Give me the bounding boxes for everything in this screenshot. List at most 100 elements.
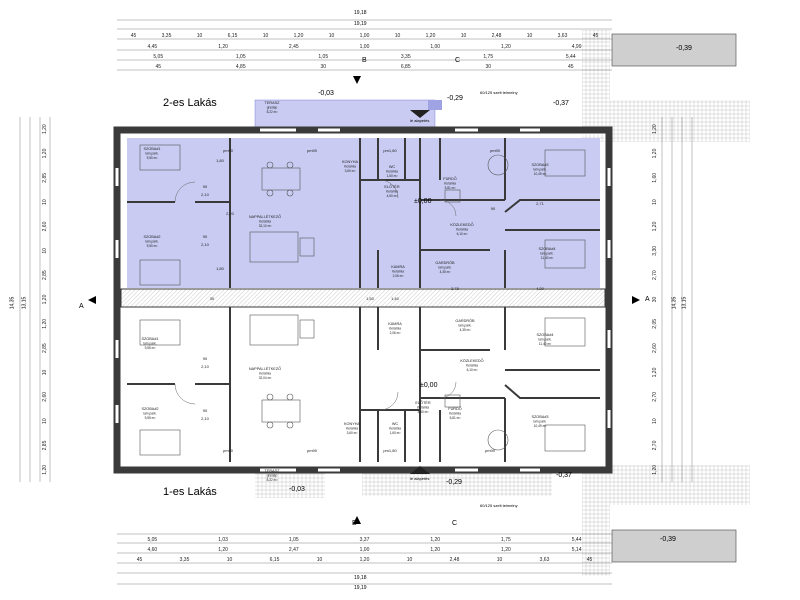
level-terrace-top: -0,03 (318, 90, 334, 97)
dim-top-row3-0: 45 (131, 33, 137, 39)
dim-bottom-row1-4: 1,20 (430, 547, 440, 553)
level-side-bottom: -0,37 (556, 472, 572, 479)
upper-room-4-finish: Kerámia (344, 165, 356, 169)
opening-label-13: 4,20 (536, 286, 545, 291)
level-ext-bottom: -0,39 (660, 536, 676, 543)
furniture-upper (139, 144, 586, 286)
dim-top-row2-3: 1,00 (360, 44, 370, 50)
upper-room-6-finish: Kerámia (386, 190, 398, 194)
dim-bottom-row2-3: 6,15 (270, 557, 280, 563)
upper-room-8-name: SZOBA#3 (531, 163, 548, 167)
level-entrance-bottom: -0,29 (446, 479, 462, 486)
dim-right-tick-8: 2,05 (652, 319, 658, 329)
dim-top-row0-5: 45 (568, 64, 574, 70)
lower-room-5-name: KÖZLEKEDŐ (460, 358, 483, 363)
dim-top-row3-2: 10 (197, 33, 203, 39)
note-bin-top: 60/125 szelt telmelny (480, 90, 518, 95)
dim-top-row3-14: 45 (593, 33, 599, 39)
dim-top-row1-3: 3,35 (401, 54, 411, 60)
upper-room-3-name: NAPPALI-ÉTKEZŐ (249, 214, 281, 219)
dim-right-inner: 13,15 (681, 296, 688, 310)
dim-top-row0-4: 30 (485, 64, 491, 70)
upper-room-10-name: KAMRA (391, 265, 405, 269)
dim-top-row3-3: 6,15 (228, 33, 238, 39)
lower-room-6-name: SZOBA#4 (536, 333, 553, 337)
upper-room-2-name: SZOBA#2 (143, 235, 160, 239)
dim-top-row0-1: 4,85 (236, 64, 246, 70)
lower-room-8-name: FÜRDŐ (448, 406, 462, 411)
dim-right-tick-4: 1,20 (652, 221, 658, 231)
dim-bottom-row1-0: 4,60 (147, 547, 157, 553)
dim-left-tick-8: 1,20 (42, 319, 48, 329)
dim-bottom-row2-7: 2,48 (450, 557, 460, 563)
opening-label-10: pm90 (490, 148, 501, 153)
dim-left-tick-3: 10 (42, 199, 48, 205)
outer-wall (113, 126, 613, 474)
lower-room-6-area: 11,40 m² (539, 342, 551, 346)
dim-bottom-row2-6: 10 (407, 557, 413, 563)
lower-room-3-area: 2,06 m² (390, 331, 401, 335)
dim-left-tick-1: 1,20 (42, 148, 48, 158)
section-label-c-top: C (455, 57, 461, 64)
dim-bottom-row1-5: 1,20 (501, 547, 511, 553)
upper-room-5-name: WC (389, 165, 396, 169)
upper-room-2-area: 9,50 m² (147, 244, 158, 248)
dim-bottom-row0-1: 1,03 (218, 537, 228, 543)
section-label-c-bottom: C (452, 520, 458, 527)
dim-bottom-total-1: 19,18 (354, 575, 367, 581)
dim-bottom-row2-10: 45 (587, 557, 593, 563)
opening-label-4: 1,80 (216, 158, 225, 163)
furniture-lower (139, 314, 586, 456)
note-stair-bottom: lé alapetés (410, 476, 430, 481)
lower-room-10-area: 3,60 m² (347, 431, 358, 435)
dim-left-tick-14: 1,20 (42, 465, 48, 475)
lower-room-10-finish: Kerámia (346, 427, 358, 431)
interior-walls (127, 138, 600, 462)
opening-label-0: 90 (203, 184, 208, 189)
dim-bottom-row0-4: 1,20 (430, 537, 440, 543)
dim-right-tick-14: 1,20 (652, 465, 658, 475)
dim-left-tick-2: 2,85 (42, 173, 48, 183)
dim-right-tick-10: 1,20 (652, 367, 658, 377)
upper-room-4-area: 3,60 m² (345, 169, 356, 173)
lower-room-2-name: NAPPALI-ÉTKEZŐ (249, 366, 281, 371)
section-label-b-bottom: B (352, 520, 357, 527)
opening-label-21: pm90 (307, 448, 318, 453)
dim-top-total-1: 19,18 (354, 10, 367, 16)
opening-label-24: 1,40 (391, 296, 400, 301)
section-arrow-a-left (88, 296, 96, 304)
dim-bottom-row2-1: 3,35 (180, 557, 190, 563)
upper-room-7-area: 5,81 m² (445, 186, 456, 190)
garden-block-bottom (611, 529, 737, 563)
upper-room-12-name: SZOBA#4 (538, 247, 555, 251)
dim-bottom-row1-1: 1,20 (218, 547, 228, 553)
lower-room-8-area: 5,81 m² (450, 416, 461, 420)
upper-room-6-area: 4,60 m² (387, 194, 398, 198)
dim-bottom-row2-0: 45 (137, 557, 143, 563)
dim-right-tick-12: 10 (652, 418, 658, 424)
dim-bottom-row1-6: 5,14 (572, 547, 582, 553)
dim-right-tick-11: 2,70 (652, 392, 658, 402)
upper-room-12-area: 11,40 m² (541, 256, 553, 260)
level-terrace-bottom: -0,03 (289, 486, 305, 493)
dim-left-tick-7: 1,20 (42, 294, 48, 304)
opening-label-17: 90 (203, 408, 208, 413)
level-floor-bottom: ±0,00 (420, 382, 438, 389)
dim-bottom-row1-2: 2,47 (289, 547, 299, 553)
upper-room-8-finish: lam.park. (533, 168, 546, 172)
paving-right-top (600, 100, 750, 142)
dim-left-tick-5: 10 (42, 248, 48, 254)
dimension-lines (19, 19, 693, 585)
paving-right-side-bottom (582, 468, 610, 576)
section-label-a-right: A (645, 296, 650, 303)
upper-room-9-finish: Kerámia (456, 228, 468, 232)
dim-left-tick-11: 2,60 (42, 392, 48, 402)
dim-top-row2-5: 1,20 (501, 44, 511, 50)
dim-bottom-total-2: 19,19 (354, 585, 367, 591)
dim-left-tick-10: 10 (42, 370, 48, 376)
dim-bottom-row2-8: 10 (497, 557, 503, 563)
opening-label-14: 2,78 (451, 286, 460, 291)
dim-top-row3-11: 2,48 (492, 33, 502, 39)
dim-right-tick-5: 3,30 (652, 246, 658, 256)
